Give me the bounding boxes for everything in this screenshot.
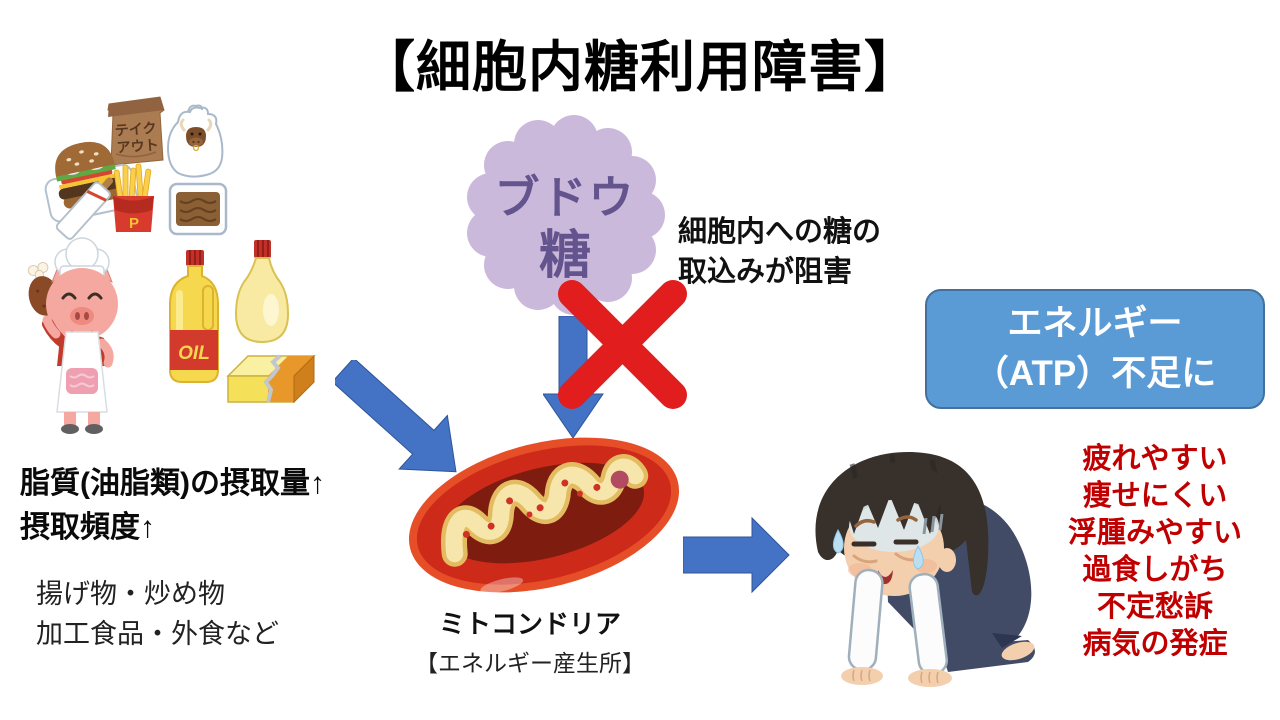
food-examples-line1: 揚げ物・炒め物 <box>36 579 225 609</box>
oil-bottle-illustration: OIL <box>169 250 219 383</box>
page-title: 【細胞内糖利用障害】 <box>359 36 920 98</box>
symptom-item: 痩せにくい <box>1082 480 1228 512</box>
right-arrow <box>683 516 790 594</box>
energy-shortage-box: エネルギー （ATP）不足に <box>925 289 1265 409</box>
blocked-cross-icon <box>558 280 687 409</box>
energy-box-line2: （ATP）不足に <box>973 354 1217 393</box>
takeout-bag-illustration: テイク アウト <box>107 96 165 166</box>
pig-chef-illustration <box>27 237 118 434</box>
symptom-item: 浮腫みやすい <box>1067 517 1242 549</box>
mayonnaise-illustration <box>234 240 290 344</box>
diagonal-arrow <box>335 360 457 473</box>
plastic-bag-illustration <box>166 104 224 178</box>
uptake-blocked-line2: 取込みが阻害 <box>678 256 853 288</box>
mitochondria-illustration <box>408 437 680 594</box>
takeout-bag-text-1: テイク <box>114 120 157 139</box>
takeout-bag-text-2: アウト <box>116 137 159 156</box>
tired-girl-illustration <box>815 452 1035 687</box>
food-examples-line2: 加工食品・外食など <box>36 619 279 649</box>
uptake-blocked-line1: 細胞内への糖の <box>678 216 882 248</box>
symptom-item: 病気の発症 <box>1082 628 1228 660</box>
mitochondria-subtitle: 【エネルギー産生所】 <box>415 651 645 676</box>
butter-illustration <box>226 354 316 404</box>
symptom-item: 疲れやすい <box>1082 443 1228 475</box>
mitochondria-label: ミトコンドリア 【エネルギー産生所】 <box>385 604 675 678</box>
symptom-item: 不定愁訴 <box>1096 591 1213 623</box>
chopsticks-illustration <box>55 177 114 240</box>
mitochondria-name: ミトコンドリア <box>438 609 621 639</box>
glucose-text-line2: 糖 <box>539 227 591 285</box>
uptake-blocked-note: 細胞内への糖の 取込みが阻害 <box>678 212 881 292</box>
fat-intake-line1: 脂質(油脂類)の摂取量↑ <box>20 467 325 500</box>
fries-letter: P <box>129 215 139 232</box>
glucose-text-line1: ブドウ <box>494 172 635 223</box>
fatty-foods-illustration: テイク アウト <box>27 96 316 434</box>
food-examples-note: 揚げ物・炒め物 加工食品・外食など <box>36 574 279 654</box>
food-container-illustration <box>168 182 228 236</box>
glucose-cloud-illustration: ブドウ 糖 <box>467 115 665 315</box>
fat-intake-line2: 摂取頻度↑ <box>20 511 155 544</box>
symptoms-list: 疲れやすい 痩せにくい 浮腫みやすい 過食しがち 不定愁訴 病気の発症 <box>1040 441 1270 663</box>
fat-intake-note: 脂質(油脂類)の摂取量↑ 摂取頻度↑ <box>20 462 325 550</box>
oil-label: OIL <box>178 343 210 364</box>
fries-illustration: P <box>113 163 154 232</box>
energy-box-line1: エネルギー <box>1007 304 1183 344</box>
symptom-item: 過食しがち <box>1082 554 1228 586</box>
